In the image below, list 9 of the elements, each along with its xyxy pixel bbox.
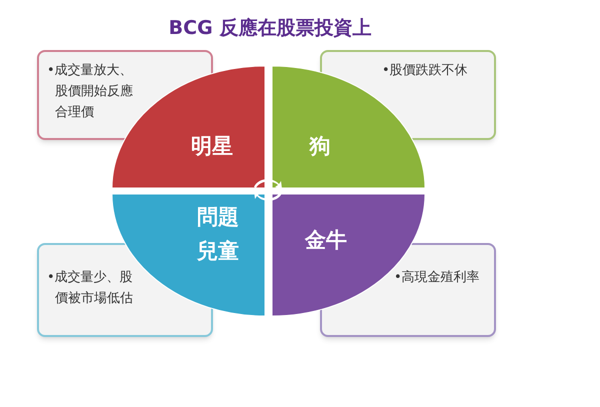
quadrant-label: 明星 <box>190 133 234 160</box>
bullet-text: •高現金殖利率 <box>394 269 481 287</box>
quadrant-label: 問題兒童 <box>196 204 240 265</box>
diagram-title: BCG 反應在股票投資上 <box>168 16 372 41</box>
quadrant-label: 狗 <box>308 133 332 160</box>
bullet-text: •成交量放大、股價開始反應合理價 <box>47 62 134 122</box>
bullet-text: •成交量少、股價被市場低估 <box>47 269 134 308</box>
bullet-text: •股價跌跌不休 <box>382 62 469 80</box>
quadrant-label: 金牛 <box>304 227 348 254</box>
